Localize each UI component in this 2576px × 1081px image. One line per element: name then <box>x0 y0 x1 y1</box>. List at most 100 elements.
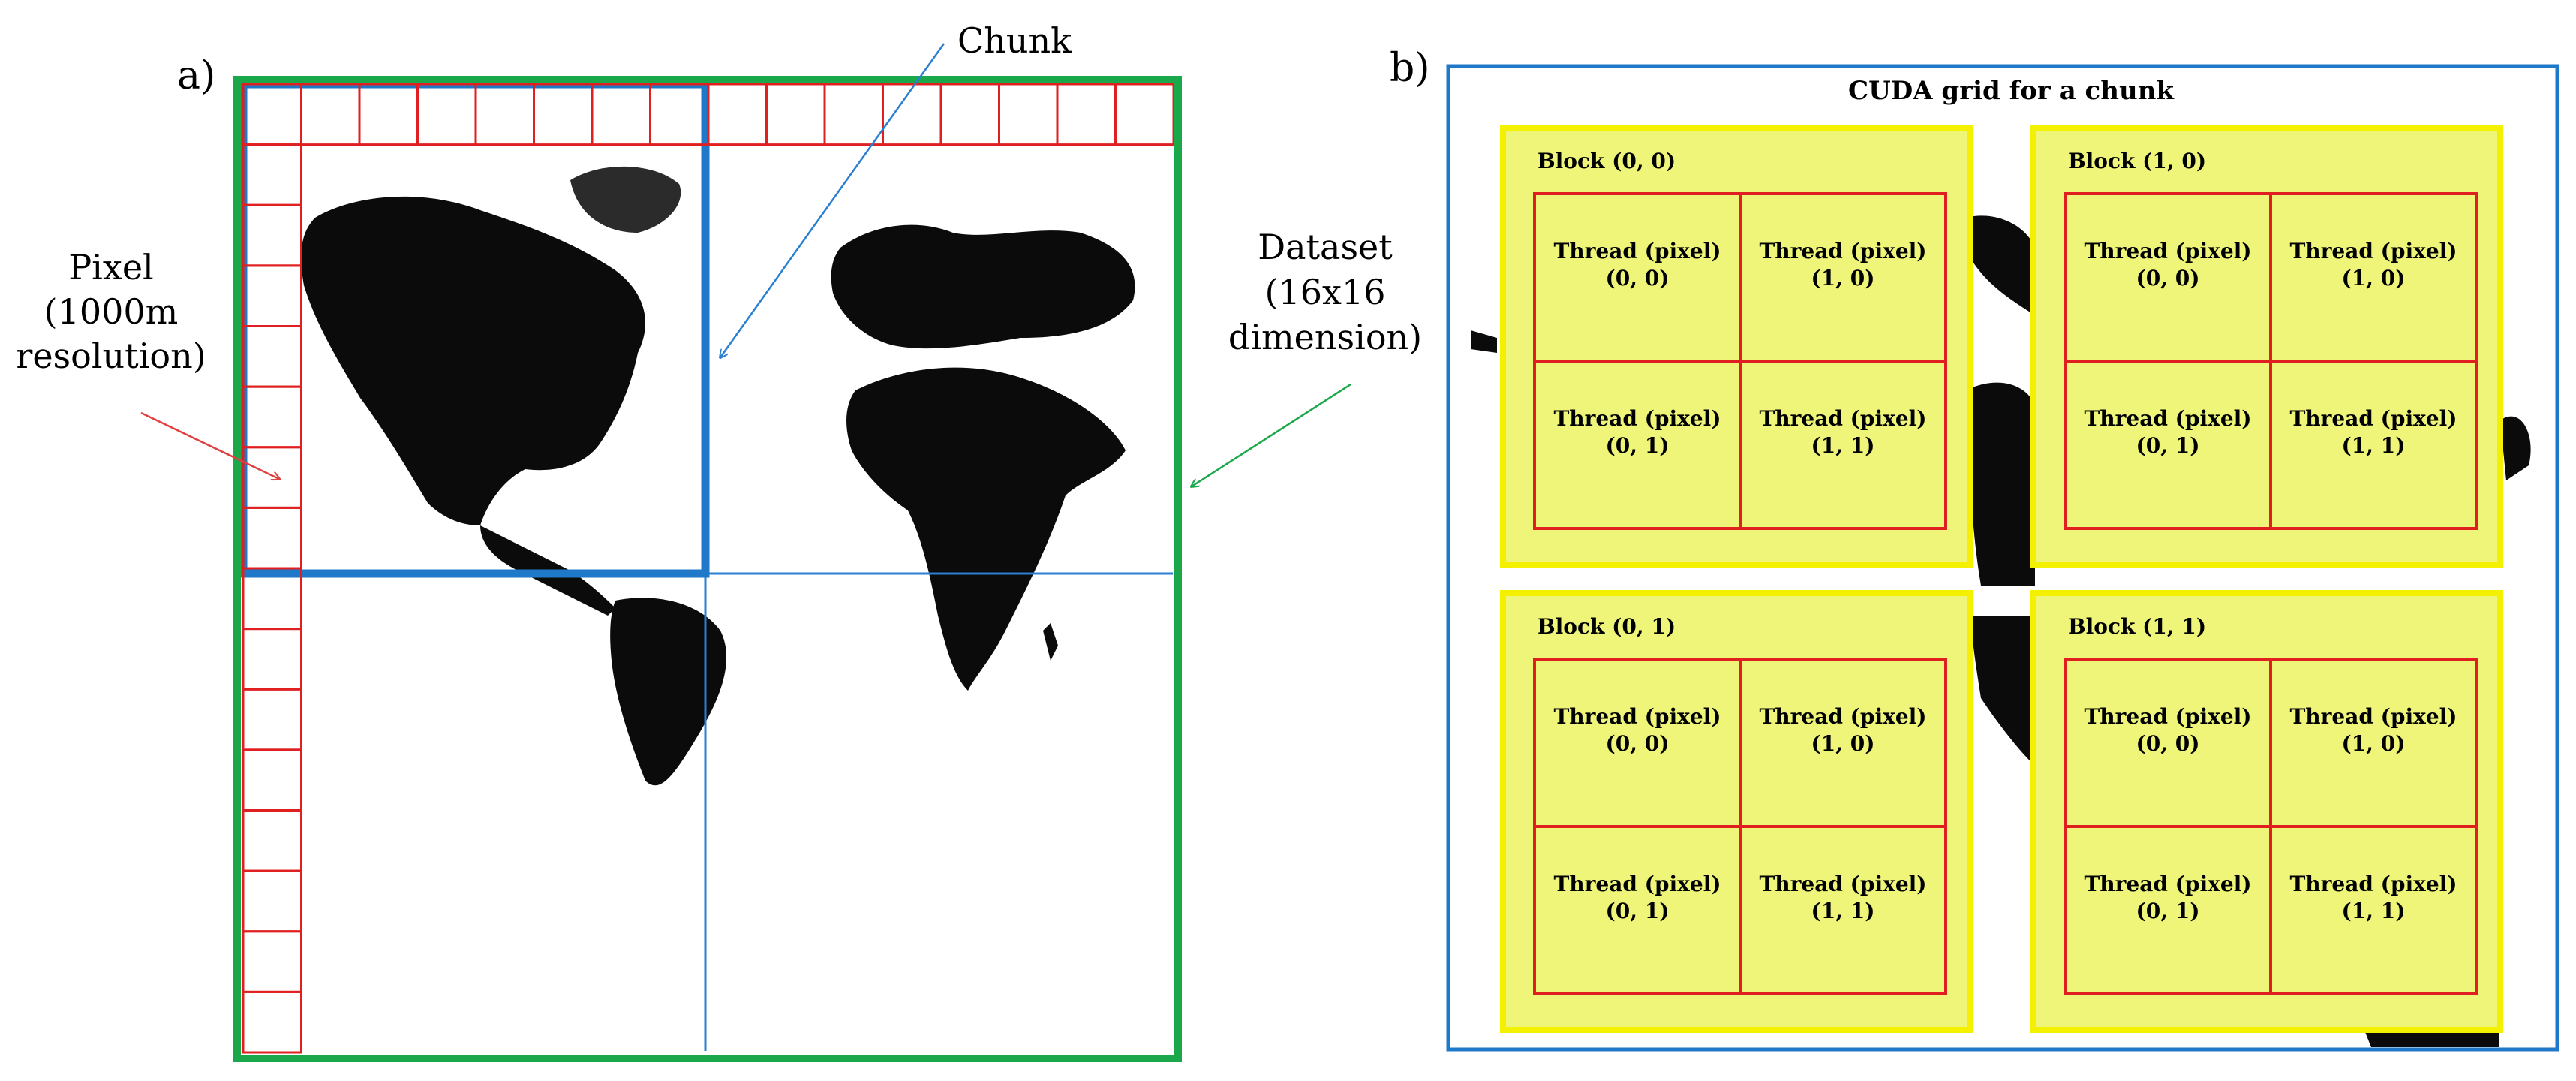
pixel-cell <box>242 203 302 267</box>
block-background <box>2030 125 2503 568</box>
block-label: Block (0, 1) <box>1537 614 1676 639</box>
chunk-arrow <box>720 43 945 357</box>
thread-label: Thread (pixel) <box>1759 872 1926 896</box>
pixel-cell <box>242 325 302 388</box>
pixel-cell <box>707 83 768 146</box>
thread-index: (0, 1) <box>1606 433 1670 458</box>
pixel-cell <box>242 446 302 509</box>
thread-label: Thread (pixel) <box>1759 704 1926 729</box>
thread-label: Thread (pixel) <box>1553 872 1721 896</box>
panel-b-label: b) <box>1390 46 1430 91</box>
pixel-cell <box>823 83 884 146</box>
dataset-annotation-line-1: Dataset <box>1258 227 1393 267</box>
landmass-africa <box>846 367 1126 691</box>
pixel-cell <box>242 264 302 327</box>
pixel-cell <box>649 83 710 146</box>
thread-index: (1, 0) <box>2342 731 2406 756</box>
cuda-block: Block (1, 1)Thread (pixel)(0, 0)Thread (… <box>2030 590 2503 1033</box>
cuda-grid-outline <box>1446 64 2559 1052</box>
map-fragment-africa <box>1966 382 2035 586</box>
pixel-grid <box>242 83 1175 1054</box>
pixel-cell <box>242 748 302 812</box>
block-label: Block (1, 1) <box>2068 614 2206 639</box>
thread-label: Thread (pixel) <box>2289 239 2457 263</box>
thread-label: Thread (pixel) <box>1553 239 1721 263</box>
thread-label: Thread (pixel) <box>2289 406 2457 431</box>
pixel-cell <box>882 83 942 146</box>
pixel-cell <box>1056 83 1117 146</box>
thread-cell <box>1739 825 1947 995</box>
map-fragment-africa-south <box>1970 616 2035 766</box>
block-background <box>2030 590 2503 1033</box>
pixel-cell <box>242 930 302 993</box>
cuda-blocks: Block (0, 0)Thread (pixel)(0, 0)Thread (… <box>1500 125 2503 1033</box>
pixel-cell <box>474 83 535 146</box>
dataset-annotation: Dataset (16x16 dimension) <box>1228 227 1422 357</box>
map-fragment-right <box>2500 416 2531 480</box>
thread-cell <box>2269 360 2478 530</box>
landmass-europe <box>831 224 1135 349</box>
thread-index: (1, 1) <box>1811 899 1875 923</box>
dataset-outline <box>233 76 1182 1062</box>
pixel-cell <box>242 809 302 872</box>
map-fragment-left <box>1471 330 1497 353</box>
thread-index: (0, 1) <box>2136 433 2200 458</box>
panel-a: a) Pixel (1000m resolution) <box>16 20 1422 1062</box>
pixel-cell <box>533 83 594 146</box>
thread-cell <box>1739 360 1947 530</box>
thread-label: Thread (pixel) <box>2084 704 2251 729</box>
world-map-a <box>301 166 1135 786</box>
pixel-cell <box>242 83 302 146</box>
thread-index: (0, 1) <box>1606 899 1670 923</box>
thread-cell <box>2269 825 2478 995</box>
pixel-cell <box>765 83 826 146</box>
pixel-cell <box>242 385 302 449</box>
pixel-cell <box>242 628 302 691</box>
thread-label: Thread (pixel) <box>2084 872 2251 896</box>
thread-label: Thread (pixel) <box>2084 239 2251 263</box>
thread-index: (1, 0) <box>1811 266 1875 291</box>
pixel-cell <box>242 990 302 1054</box>
pixel-cell <box>591 83 651 146</box>
pixel-cell <box>416 83 477 146</box>
landmass-south-america <box>610 598 727 786</box>
thread-index: (1, 1) <box>1811 433 1875 458</box>
dataset-arrow <box>1192 383 1351 486</box>
thread-index: (1, 1) <box>2342 433 2406 458</box>
pixel-annotation-line-2: (1000m <box>44 291 179 332</box>
panel-a-label: a) <box>177 53 215 98</box>
pixel-cell <box>242 143 302 206</box>
pixel-cell <box>300 83 361 146</box>
pixel-annotation: Pixel (1000m resolution) <box>16 247 206 376</box>
pixel-cell <box>1114 83 1175 146</box>
thread-label: Thread (pixel) <box>1553 406 1721 431</box>
cuda-grid-title: CUDA grid for a chunk <box>1848 76 2175 106</box>
block-background <box>1500 125 1973 568</box>
thread-label: Thread (pixel) <box>2084 406 2251 431</box>
thread-index: (0, 0) <box>2136 266 2200 291</box>
pixel-annotation-line-3: resolution) <box>16 336 206 376</box>
thread-label: Thread (pixel) <box>2289 872 2457 896</box>
thread-label: Thread (pixel) <box>2289 704 2457 729</box>
cuda-block: Block (0, 1) Thread (pixel) (0, 0) Thread (… <box>1500 590 1973 1033</box>
landmass-madagascar <box>1043 623 1058 661</box>
pixel-cell <box>242 869 302 933</box>
pixel-cell <box>939 83 1000 146</box>
thread-index: (0, 1) <box>2136 899 2200 923</box>
panel-b: b) CUDA grid for a chunk Block (0, 0)Thr… <box>1390 46 2559 1052</box>
dataset-annotation-line-3: dimension) <box>1228 317 1422 357</box>
cuda-block: Block (1, 0)Thread (pixel)(0, 0)Thread (… <box>2030 125 2503 568</box>
pixel-cell <box>358 83 419 146</box>
thread-index: (0, 0) <box>1606 731 1670 756</box>
cuda-block: Block (0, 0)Thread (pixel)(0, 0)Thread (… <box>1500 125 1973 568</box>
landmass-greenland <box>570 166 681 233</box>
pixel-arrow <box>140 411 279 479</box>
thread-label: Thread (pixel) <box>1759 406 1926 431</box>
chunk-annotation: Chunk <box>957 20 1072 61</box>
dataset-annotation-line-2: (16x16 <box>1265 272 1386 312</box>
block-background <box>1500 590 1973 1033</box>
thread-label: Thread (pixel) <box>1759 239 1926 263</box>
thread-index: (1, 0) <box>1811 731 1875 756</box>
